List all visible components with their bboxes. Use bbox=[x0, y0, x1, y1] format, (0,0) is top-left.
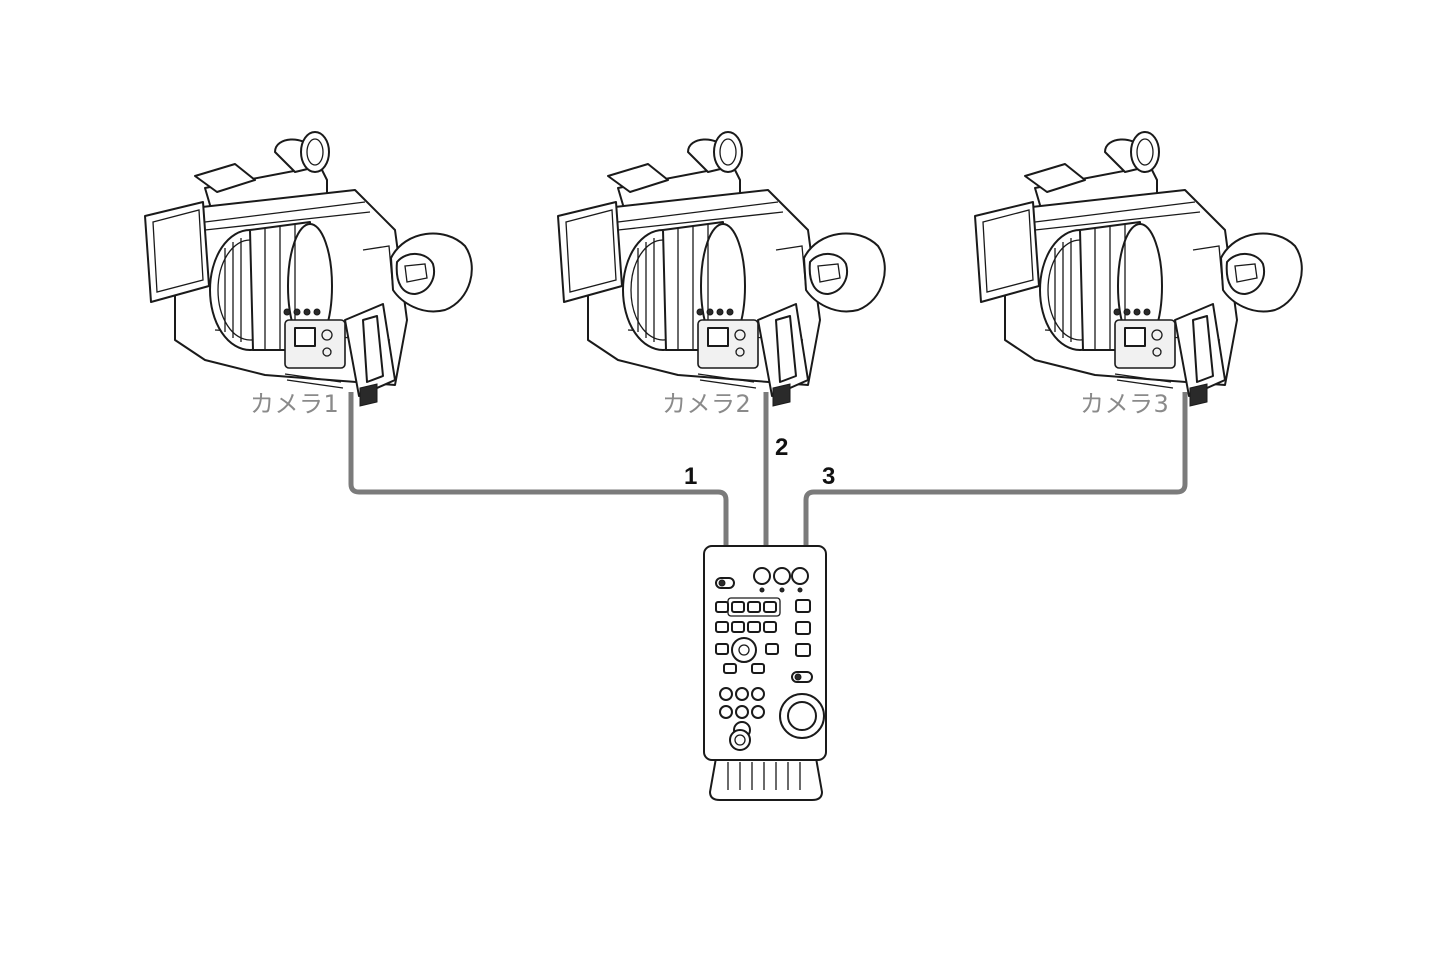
camera-1-label: カメラ1 bbox=[250, 390, 340, 418]
camcorder-2-icon bbox=[557, 131, 886, 407]
cable-1-number: 1 bbox=[684, 463, 698, 490]
camcorder-1-icon bbox=[144, 131, 473, 407]
camera-2-label: カメラ2 bbox=[662, 390, 752, 418]
camcorder-3-icon bbox=[974, 131, 1303, 407]
remote-controller-icon bbox=[703, 545, 827, 801]
cable-3 bbox=[803, 392, 1188, 548]
cable-1 bbox=[348, 392, 729, 548]
cable-2-number: 2 bbox=[775, 434, 789, 461]
cable-3-number: 3 bbox=[822, 463, 836, 490]
camera-3-label: カメラ3 bbox=[1080, 390, 1170, 418]
